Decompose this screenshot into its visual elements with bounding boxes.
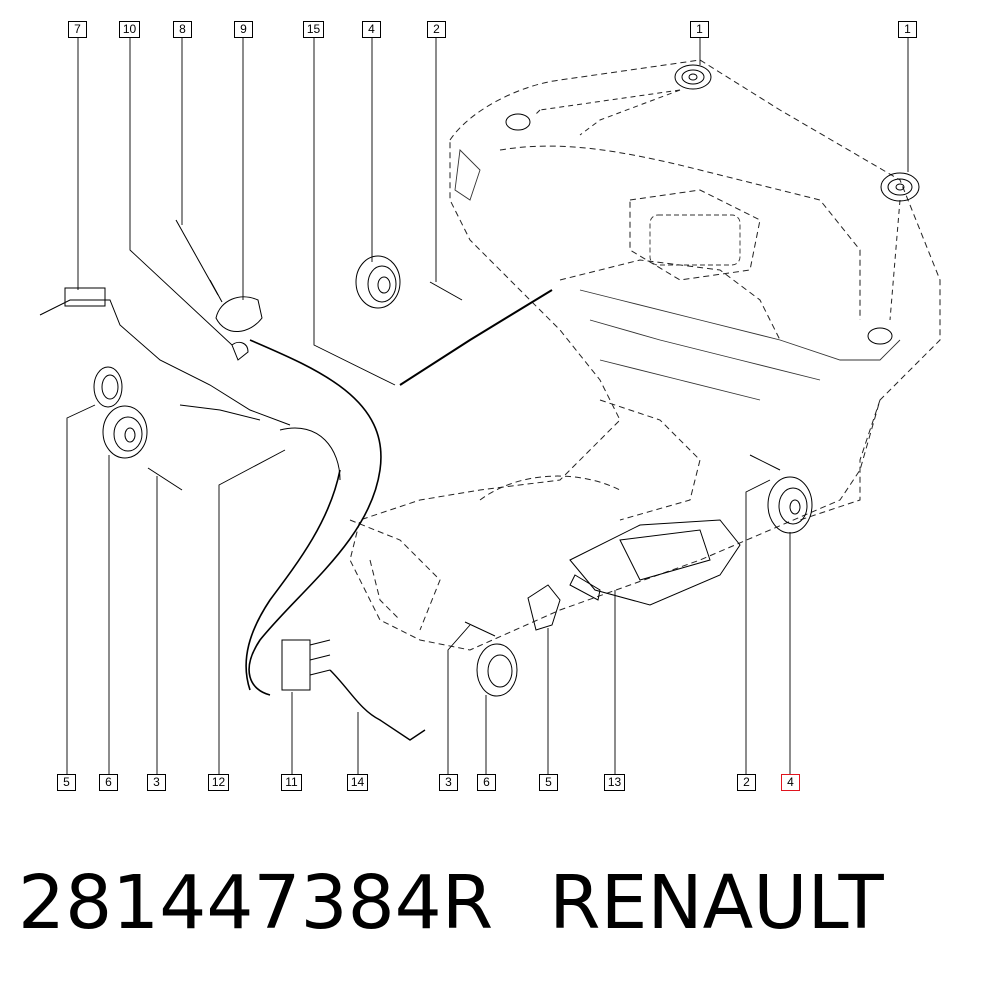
screw-3-left [147, 467, 183, 491]
callout-top-1-left: 1 [690, 21, 709, 38]
speaker-6-center [476, 643, 518, 697]
speaker-5-center [527, 584, 561, 631]
screw-2-right [749, 454, 781, 471]
speaker-1-right [880, 172, 920, 202]
speaker-4-top [355, 255, 401, 309]
vehicle-outline [349, 59, 941, 651]
callout-bottom-6-left: 6 [99, 774, 118, 791]
speaker-6-left [102, 405, 148, 459]
antenna-cable-15 [399, 289, 553, 386]
speaker-1-top [674, 64, 712, 90]
shark-fin-antenna-9 [215, 296, 263, 361]
callout-bottom-2-right: 2 [737, 774, 756, 791]
callout-top-15: 15 [303, 21, 324, 38]
callout-top-1-right: 1 [898, 21, 917, 38]
callout-top-9: 9 [234, 21, 253, 38]
callout-bottom-14: 14 [347, 774, 368, 791]
callout-top-2: 2 [427, 21, 446, 38]
dashboard-details [454, 149, 901, 401]
callout-bottom-5-left: 5 [57, 774, 76, 791]
callout-bottom-3-left: 3 [147, 774, 166, 791]
callout-bottom-3-center: 3 [439, 774, 458, 791]
antenna-8 [175, 219, 223, 303]
coax-cable-12 [248, 339, 382, 696]
wiring-loom [39, 287, 341, 481]
callout-top-10: 10 [119, 21, 140, 38]
part-number: 281447384R [18, 860, 494, 946]
small-speaker-dash [505, 113, 893, 345]
callout-bottom-5-center: 5 [539, 774, 558, 791]
leader-lines [66, 37, 909, 775]
guide-arrows [534, 89, 901, 321]
speaker-5-left [93, 366, 123, 408]
harness-14 [329, 669, 426, 741]
connector-block-11 [281, 639, 331, 691]
callout-bottom-11: 11 [281, 774, 302, 791]
brand-name: RENAULT [549, 860, 884, 946]
callout-bottom-4-highlighted: 4 [781, 774, 800, 791]
tweeter-screw-2-top [429, 281, 463, 301]
screw-3-center [464, 621, 496, 637]
callout-bottom-13: 13 [604, 774, 625, 791]
callout-top-8: 8 [173, 21, 192, 38]
exploded-parts-diagram [39, 37, 941, 775]
speaker-4-right [767, 476, 813, 534]
callout-top-4: 4 [362, 21, 381, 38]
amplifier-13 [569, 519, 741, 606]
callout-top-7: 7 [68, 21, 87, 38]
callout-bottom-6-center: 6 [477, 774, 496, 791]
coax-cable-12b [245, 469, 341, 691]
part-caption: 281447384R RENAULT [18, 858, 884, 948]
callout-bottom-12: 12 [208, 774, 229, 791]
